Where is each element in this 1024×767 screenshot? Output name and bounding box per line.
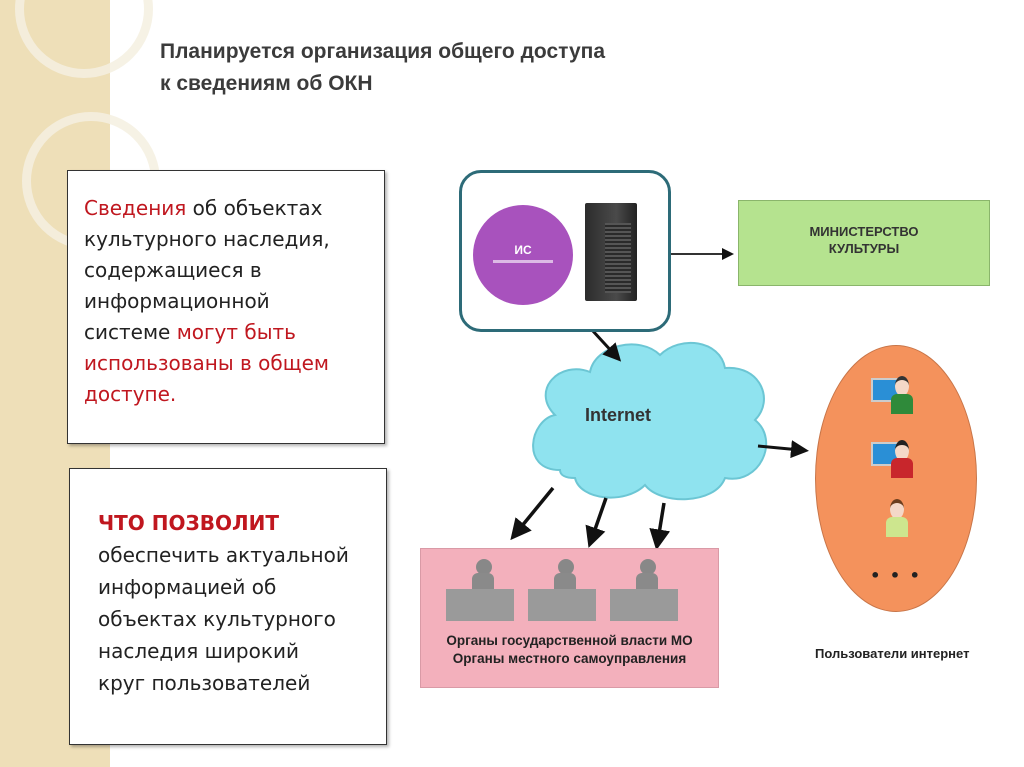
gov-label: Органы государственной власти МО <box>446 633 693 648</box>
text-line: наследия широкий <box>98 639 299 663</box>
text-black: системе <box>84 320 177 344</box>
text-line: информацией об <box>98 575 277 599</box>
title-line: Планируется организация общего доступа <box>160 40 605 63</box>
internet-users-oval: • • • <box>815 345 977 612</box>
government-box: Органы государственной власти МО Органы … <box>420 548 719 688</box>
ministry-label: КУЛЬТУРЫ <box>828 241 900 256</box>
user-computer-icon <box>871 374 916 419</box>
gov-label: Органы местного самоуправления <box>452 651 687 666</box>
server-vent <box>605 223 631 293</box>
arrow-internet-to-gov <box>649 502 671 551</box>
more-users-dots: • • • <box>870 566 922 585</box>
office-worker-icon <box>610 559 678 627</box>
is-circle: ИС <box>473 205 573 305</box>
text-line: обеспечить актуальной <box>98 543 349 567</box>
gov-labels: Органы государственной власти МО Органы … <box>421 632 718 668</box>
arrow-internet-to-gov <box>585 497 608 548</box>
text-line: круг пользователей <box>98 671 311 695</box>
is-subtitle-text <box>493 260 553 263</box>
is-label: ИС <box>514 243 532 257</box>
user-computer-icon <box>871 438 916 483</box>
text-line: системе могут быть <box>84 317 384 348</box>
users-label: Пользователи интернет <box>815 646 970 661</box>
arrow-internet-to-gov <box>510 486 555 541</box>
text-line: доступе. <box>84 382 177 406</box>
text-line: культурного наследия, <box>84 227 330 251</box>
internet-cloud <box>532 341 768 501</box>
arrow-is-to-internet <box>590 328 622 362</box>
ministry-box: МИНИСТЕРСТВО КУЛЬТУРЫ <box>738 200 990 286</box>
text-line: объектах культурного <box>98 607 336 631</box>
office-worker-icon <box>446 559 514 627</box>
text-line: использованы в общем <box>84 351 329 375</box>
text-line: информационной <box>84 289 270 313</box>
text-black: об объектах <box>186 196 323 220</box>
text-red: Сведения <box>84 196 187 220</box>
ministry-label: МИНИСТЕРСТВО <box>809 224 919 239</box>
benefit-heading: ЧТО ПОЗВОЛИТ <box>98 511 279 535</box>
internet-label: Internet <box>585 405 652 425</box>
title-line: к сведениям об ОКН <box>160 72 373 95</box>
arrow-internet-to-users <box>757 440 809 459</box>
benefit-box: ЧТО ПОЗВОЛИТ обеспечить актуальной инфор… <box>69 468 387 745</box>
text-line: содержащиеся в <box>84 258 262 282</box>
server-icon <box>585 203 637 301</box>
text-red: могут быть <box>176 320 296 344</box>
text-line: Сведения об объектах <box>84 193 384 224</box>
slide-title: Планируется организация общего доступа к… <box>160 36 605 100</box>
user-icon <box>884 499 914 544</box>
info-box: Сведения об объектах культурного наследи… <box>67 170 385 444</box>
office-worker-icon <box>528 559 596 627</box>
